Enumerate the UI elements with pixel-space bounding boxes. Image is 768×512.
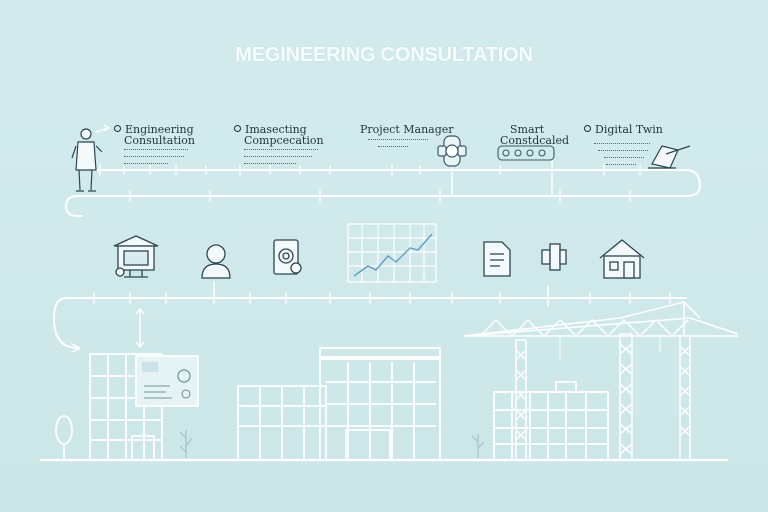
step-2-label: Imasecting Compcecation — [234, 124, 324, 146]
step-1-description — [124, 156, 184, 160]
step-5-description — [598, 150, 648, 154]
bullet-icon — [114, 125, 121, 132]
step-2-title: Imasecting — [245, 123, 307, 136]
step-1-description — [124, 163, 168, 167]
buildings-scene — [40, 301, 739, 462]
step-1-title: Engineering — [125, 123, 194, 136]
step-2-description — [244, 156, 312, 160]
consultant-person-icon — [71, 128, 103, 192]
valve-icon — [437, 135, 467, 167]
bullet-icon — [584, 125, 591, 132]
step-1-description — [124, 149, 188, 153]
dashboard-panel — [135, 355, 199, 407]
step-2-description — [244, 163, 296, 167]
crane-icon — [463, 301, 739, 461]
step-5-description — [606, 164, 636, 168]
growth-chart-icon — [347, 223, 437, 283]
plant-small — [179, 430, 485, 458]
office-building-center — [237, 347, 441, 461]
pipe-fitting-icon — [541, 243, 567, 271]
step-3-label: Project Manager — [360, 124, 454, 135]
document-gear-icon — [273, 239, 302, 275]
tablet-pen-icon — [648, 145, 691, 169]
step-2-subtitle: Compcecation — [244, 134, 324, 147]
timeline-middle — [53, 297, 687, 349]
step-5-description — [604, 157, 644, 161]
connector-arrows — [71, 124, 145, 353]
sensor-panel-icon — [497, 145, 555, 161]
step-5-description — [594, 143, 650, 147]
construction-building-right — [493, 381, 609, 461]
step-5-title: Digital Twin — [595, 123, 663, 136]
step-2-description — [244, 149, 318, 153]
timeline-middle-ticks — [93, 281, 671, 307]
person-avatar-icon — [201, 244, 231, 279]
page-title: MEGINEERING CONSULTATION — [235, 44, 533, 66]
house-monitor-icon — [113, 235, 159, 278]
report-document-icon — [483, 241, 511, 277]
smart-house-icon — [599, 239, 645, 279]
timeline-top-ticks — [99, 159, 641, 202]
step-3-description — [368, 139, 428, 143]
bullet-icon — [234, 125, 241, 132]
step-4-title: Smart — [510, 123, 545, 136]
step-4-label: Smart Constdcaled — [500, 123, 569, 146]
timeline-top — [65, 169, 701, 217]
step-3-description — [378, 146, 408, 150]
step-5-label: Digital Twin — [584, 124, 663, 135]
step-3-title: Project Manager — [360, 123, 454, 136]
step-4-subtitle: Constdcaled — [500, 134, 570, 147]
tree-left — [55, 415, 73, 460]
step-1-subtitle: Consultation — [124, 134, 195, 147]
step-1-label: Engineering Consultation — [114, 124, 195, 146]
